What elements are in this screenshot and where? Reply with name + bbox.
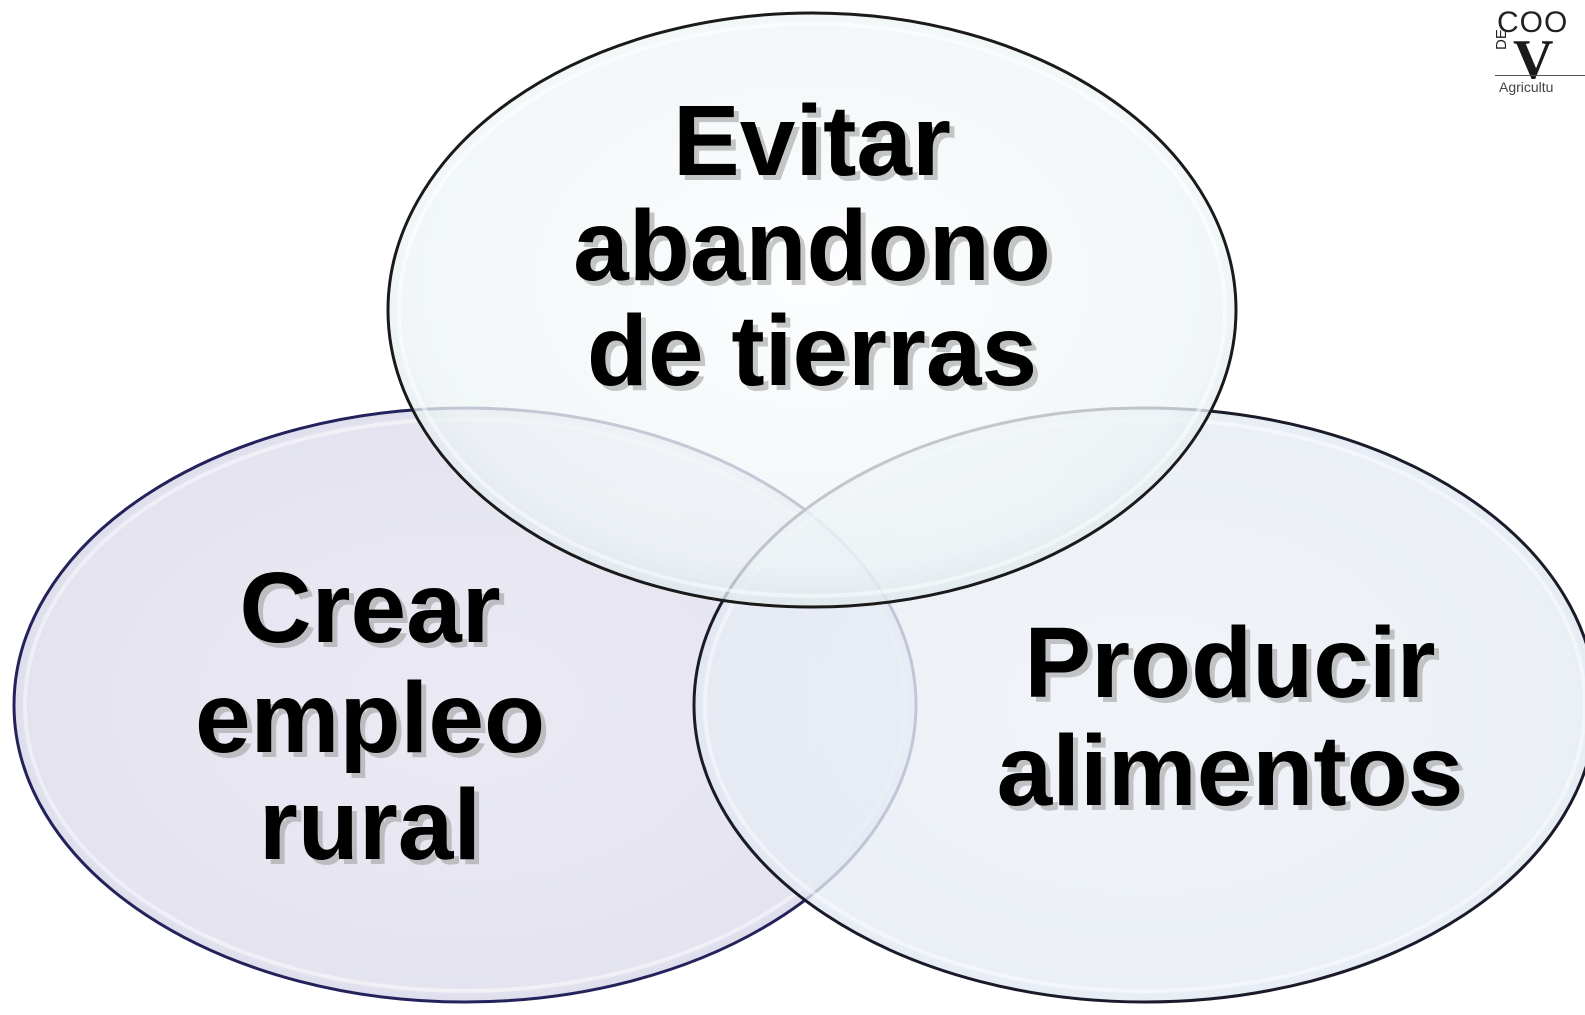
label-right-group: Producir Producir alimentos alimentos <box>997 607 1469 832</box>
label-top-line-1-shadow: Evitar <box>678 90 956 202</box>
label-top-line-1: Evitar <box>673 85 951 197</box>
logo-divider <box>1495 75 1585 76</box>
label-top-line-2-shadow: abandono <box>578 195 1056 307</box>
logo-side-text: DE <box>1493 29 1510 50</box>
logo-top-text: COO <box>1497 6 1569 39</box>
circle-top-highlight <box>397 22 1227 598</box>
logo-big-letter: V <box>1513 29 1554 91</box>
label-top-line-3: de tierras <box>587 295 1037 407</box>
label-left-line-3: rural <box>259 769 481 881</box>
label-top-line-3-shadow: de tierras <box>592 300 1042 412</box>
label-left-line-2-shadow: empleo <box>200 667 550 779</box>
label-top-line-2: abandono <box>573 190 1051 302</box>
label-left-line-1-shadow: Crear <box>244 557 505 669</box>
label-right-line-1-shadow: Producir <box>1029 612 1440 724</box>
label-right-line-2-shadow: alimentos <box>1002 720 1469 832</box>
label-left-line-2: empleo <box>195 662 545 774</box>
label-top-group: Evitar Evitar abandono abandono de tierr… <box>573 85 1056 412</box>
logo: COO DE V Agricultu <box>1493 6 1585 96</box>
label-left-line-3-shadow: rural <box>264 774 486 886</box>
label-left-group: Crear Crear empleo empleo rural rural <box>195 552 550 886</box>
label-left-line-1: Crear <box>239 552 500 664</box>
label-right-line-2: alimentos <box>997 715 1464 827</box>
label-right-line-1: Producir <box>1024 607 1435 719</box>
circle-evitar-abandono <box>386 11 1238 609</box>
logo-bottom-text: Agricultu <box>1499 79 1554 95</box>
